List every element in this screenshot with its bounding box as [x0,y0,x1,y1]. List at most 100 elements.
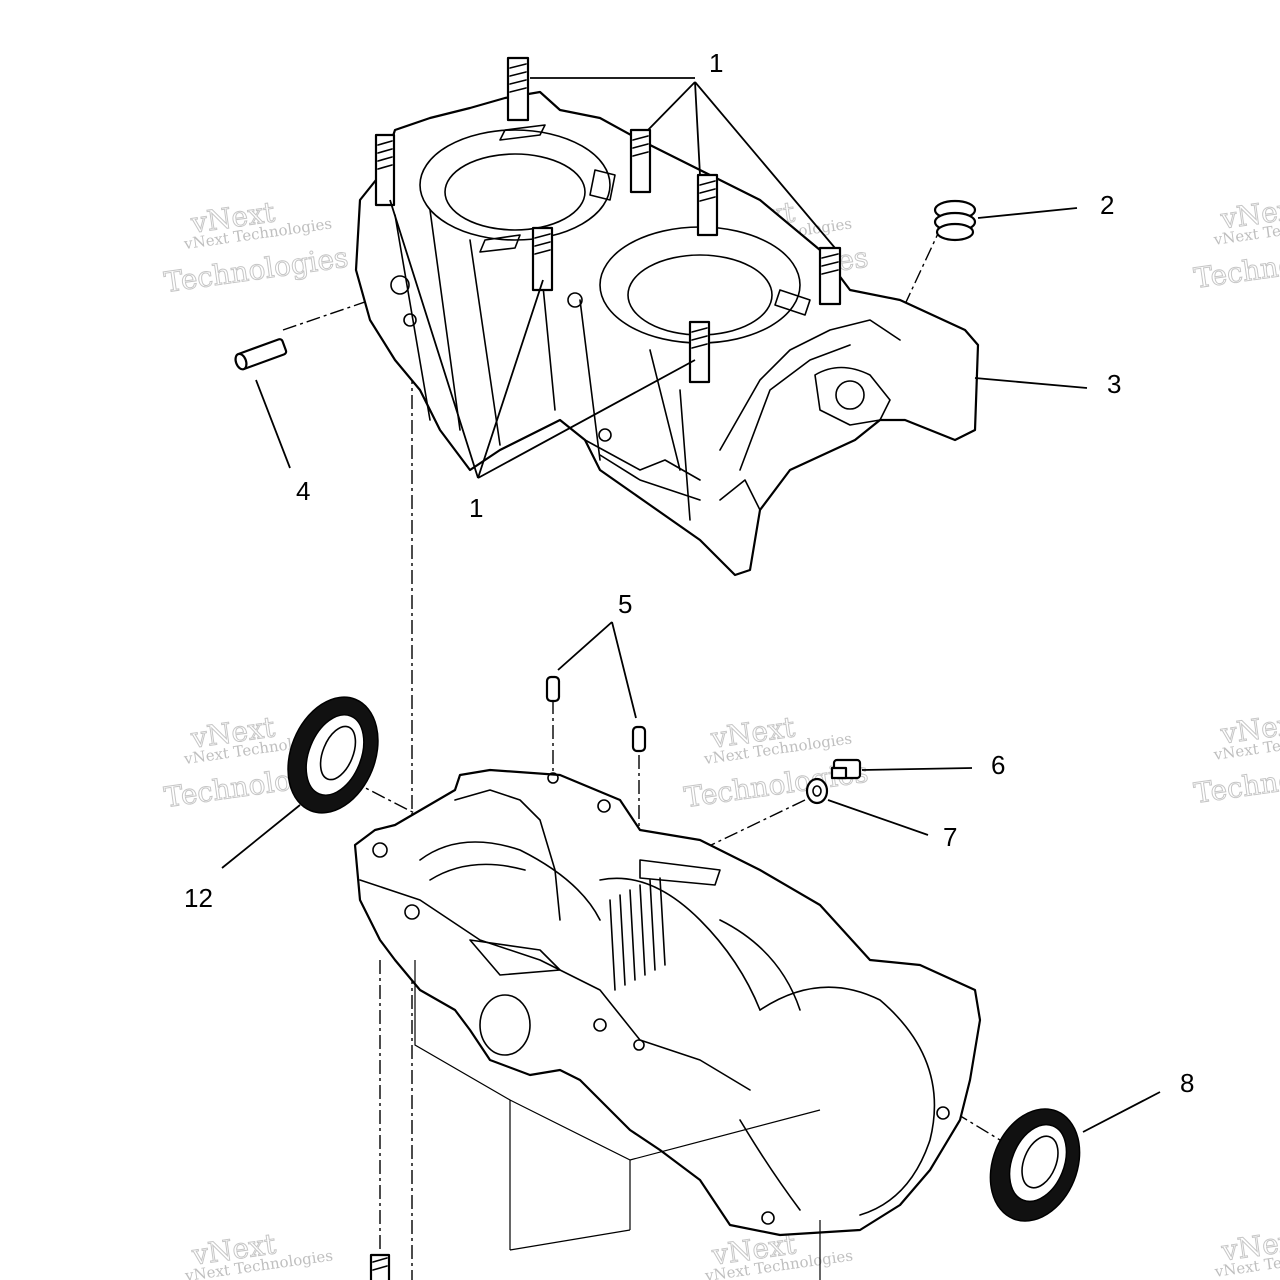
bolt-hole [403,313,417,327]
leader-1-bottom [389,199,696,479]
upper-crankcase-body [354,90,980,577]
stud-thread [372,1257,388,1271]
leader-lines [221,77,1161,1133]
dowel-pins-part-5[interactable] [545,675,647,753]
upper-crankcase[interactable] [354,90,980,577]
drain-bolt-part-6[interactable] [830,758,862,780]
cylinder-bore-1-inner [444,153,586,231]
leader-1-top [530,77,836,249]
stud [696,173,719,237]
port-slot [479,234,521,253]
watermark-mid-center: vNext Technologies vNext Technologies [682,710,871,815]
bolt-hole [761,1211,775,1225]
drain-bolt-centerline [679,799,806,861]
bolt-hole [598,428,612,442]
port-slot [774,289,811,316]
fitting-centerline [899,224,943,316]
journal-left-arc [419,841,601,921]
flywheel-housing-inner [739,1119,801,1211]
upper-case-flange [584,439,761,511]
stud-bottom[interactable] [369,1253,391,1280]
journal-left-edge [454,789,561,921]
cylinder-bore-1 [419,129,611,241]
dowel-hole [633,1039,645,1051]
stud-thread [377,140,393,170]
leader-2 [977,207,1078,219]
seal-lip [1021,1135,1059,1189]
oil-seal-part-12[interactable] [272,684,395,827]
leader-6 [861,767,973,771]
plug-part-4[interactable] [234,338,288,371]
flywheel-housing-arc [759,986,936,1216]
port-slot [499,124,546,141]
callout-7: 7 [943,822,957,852]
callout-4: 4 [296,476,310,506]
stud-thread [534,233,551,255]
washer-part-7[interactable] [805,777,829,805]
upper-case-ribs [394,209,691,521]
watermark-top-right: vNext Technologies vNext Technologies [1191,191,1280,296]
callout-2: 2 [1100,190,1114,220]
journal-right-arc [719,919,801,1011]
stud-thread [509,63,527,93]
stud [818,246,842,306]
lower-crankcase-body [353,768,982,1237]
lower-crankcase[interactable] [353,768,982,1280]
intake-boss [479,994,531,1056]
callout-8: 8 [1180,1068,1194,1098]
lower-case-slot [639,859,721,886]
sealing-washer [805,777,829,805]
stud-thread [691,327,708,349]
stud [531,226,554,292]
dowel-pin [545,675,561,703]
stud [374,133,396,207]
stud [688,320,711,384]
callout-12: 12 [184,883,213,913]
callout-1-top: 1 [709,48,723,78]
crank-web-lines [609,877,666,991]
plug-boss [390,275,410,295]
dowel-hole [547,772,559,784]
fitting-ring-bottom [935,222,975,242]
leader-12 [221,804,301,869]
bolt-hole [404,904,420,920]
journal-left-arc-2 [429,863,526,881]
lower-case-flange [359,879,751,1091]
leader-7 [827,799,929,836]
upper-case-web-2 [739,344,851,471]
watermark-bottom-left: vNext Technologies vNext [183,1227,334,1280]
callout-5: 5 [618,589,632,619]
watermark-mid-right: vNext Technologies vNext Technologies [1191,706,1280,811]
fitting-part-2[interactable] [933,199,977,242]
bolt-hole [936,1106,950,1120]
lower-case-slot [469,939,561,976]
cylinder-studs[interactable] [374,56,842,384]
stud-thread [632,135,649,157]
sealing-washer-hole [812,785,822,797]
watermark-text: vNext [1219,1223,1280,1268]
seal-inner [305,714,365,796]
callout-3: 3 [1107,369,1121,399]
stud-thread [821,253,839,275]
leader-3 [974,377,1088,389]
oil-seal-part-8[interactable] [974,1095,1095,1234]
drain-bolt-shank [830,766,848,780]
bolt-hole [593,1018,607,1032]
plug-end [234,352,248,371]
seal-lip [319,725,357,781]
bearing-bore [835,380,865,410]
watermark-top-left: vNext Technologies vNext Technologies [162,195,351,300]
upper-case-web [719,319,901,451]
bolt-hole [372,842,388,858]
port-slot [589,169,616,201]
leader-8 [1082,1091,1161,1133]
dowel-pin [631,725,647,753]
watermark-bottom-right: vNext Technologies vNext [1213,1223,1280,1280]
leader-4 [255,379,291,469]
main-bearing-saddle [814,366,891,426]
journal-center-arc [599,877,761,1011]
callout-1-bottom: 1 [469,493,483,523]
callout-6: 6 [991,750,1005,780]
